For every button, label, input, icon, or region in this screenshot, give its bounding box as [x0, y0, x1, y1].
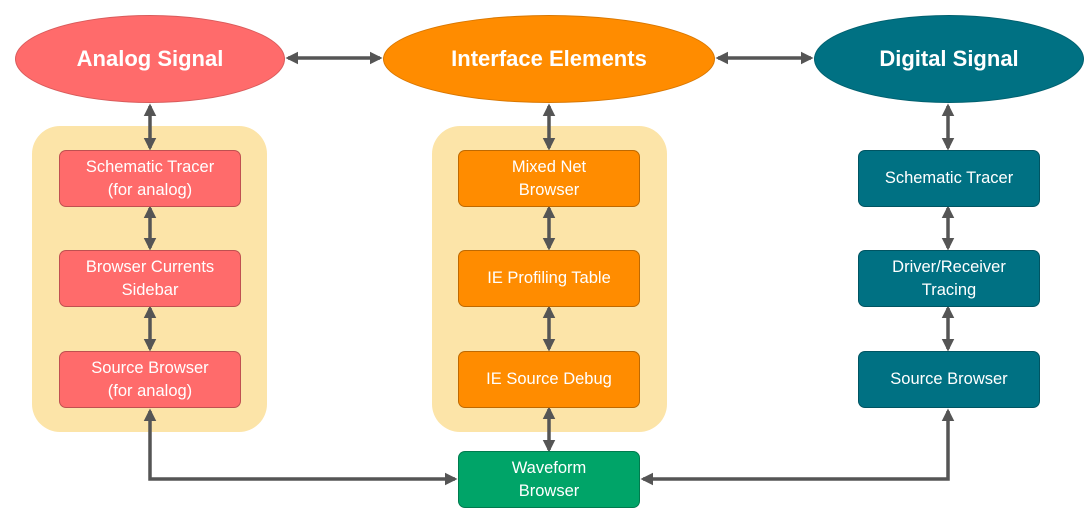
driver-receiver-tracing-box: Driver/Receiver Tracing	[858, 250, 1040, 307]
browser-currents-sidebar-box: Browser Currents Sidebar	[59, 250, 241, 307]
link-analog-source-waveform	[143, 408, 458, 486]
link-digital-source-waveform	[640, 408, 955, 486]
digital-signal-node: Digital Signal	[814, 15, 1084, 103]
analog-signal-node: Analog Signal	[15, 15, 285, 103]
waveform-browser-box: Waveform Browser	[458, 451, 640, 508]
analog-source-browser-box: Source Browser (for analog)	[59, 351, 241, 408]
ie-profiling-table-box: IE Profiling Table	[458, 250, 640, 307]
analog-schematic-tracer-box: Schematic Tracer (for analog)	[59, 150, 241, 207]
interface-elements-node: Interface Elements	[383, 15, 715, 103]
digital-schematic-tracer-box: Schematic Tracer	[858, 150, 1040, 207]
ie-source-debug-box: IE Source Debug	[458, 351, 640, 408]
digital-source-browser-box: Source Browser	[858, 351, 1040, 408]
mixed-net-browser-box: Mixed Net Browser	[458, 150, 640, 207]
